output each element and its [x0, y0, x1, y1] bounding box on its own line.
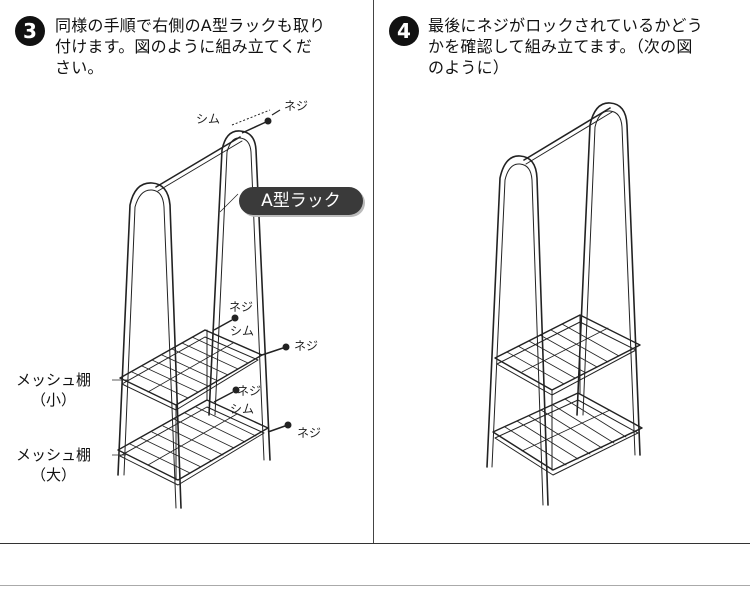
footer-rule [0, 585, 750, 586]
right-mesh-shelf-small [494, 314, 641, 391]
right-mesh-shelf-large [492, 392, 643, 471]
shim-label-large: シム [230, 402, 255, 416]
left-front-a-frame [117, 182, 182, 509]
right-back-a-frame [576, 102, 641, 456]
left-back-a-frame [208, 130, 271, 461]
right-top-bar [523, 107, 611, 161]
screw-label-top: ネジ [284, 99, 309, 113]
step-4-badge: 4 [389, 16, 419, 46]
left-rack-drawing [117, 130, 271, 509]
step-3-line-3: さい。 [55, 58, 104, 77]
step-3-badge: 3 [15, 16, 45, 46]
screw-label-small-left: ネジ [229, 300, 254, 314]
mesh-shelf-large-label: メッシュ棚 （大） [16, 445, 91, 485]
a-rack-label: A型ラック [239, 187, 363, 215]
bottom-rule [0, 543, 750, 544]
shim-label-top: シム [196, 112, 221, 126]
mesh-shelf-small-line-2: （小） [31, 391, 77, 409]
screw-label-large-right: ネジ [297, 426, 322, 440]
right-rack-drawing [486, 102, 643, 506]
left-top-bar [155, 136, 241, 188]
right-front-a-frame [486, 155, 549, 506]
step-3-line-2: 付けます。図のように組み立てくだ [55, 37, 313, 56]
panel-divider [373, 0, 374, 543]
screw-label-large-left: ネジ [237, 384, 262, 398]
left-mesh-shelf-large [117, 399, 269, 481]
mesh-shelf-small-label: メッシュ棚 （小） [16, 370, 91, 410]
left-hardware [213, 109, 292, 433]
step-3-text: 同様の手順で右側のA型ラックも取り 付けます。図のように組み立てくだ さい。 [55, 15, 325, 78]
step-4-line-2: かを確認して組み立てます。（次の図 [428, 37, 693, 56]
shim-label-small: シム [230, 324, 255, 338]
mesh-shelf-small-line-1: メッシュ棚 [16, 371, 92, 389]
screw-label-small-right: ネジ [294, 339, 319, 353]
step-4-line-3: のように） [428, 58, 510, 77]
step-4-text: 最後にネジがロックされているかどう かを確認して組み立てます。（次の図 のように… [428, 15, 703, 78]
mesh-shelf-large-line-2: （大） [31, 466, 77, 484]
step-3-line-1: 同様の手順で右側のA型ラックも取り [55, 16, 326, 35]
step-4-line-1: 最後にネジがロックされているかどう [428, 16, 703, 35]
mesh-shelf-large-line-1: メッシュ棚 [16, 446, 92, 464]
